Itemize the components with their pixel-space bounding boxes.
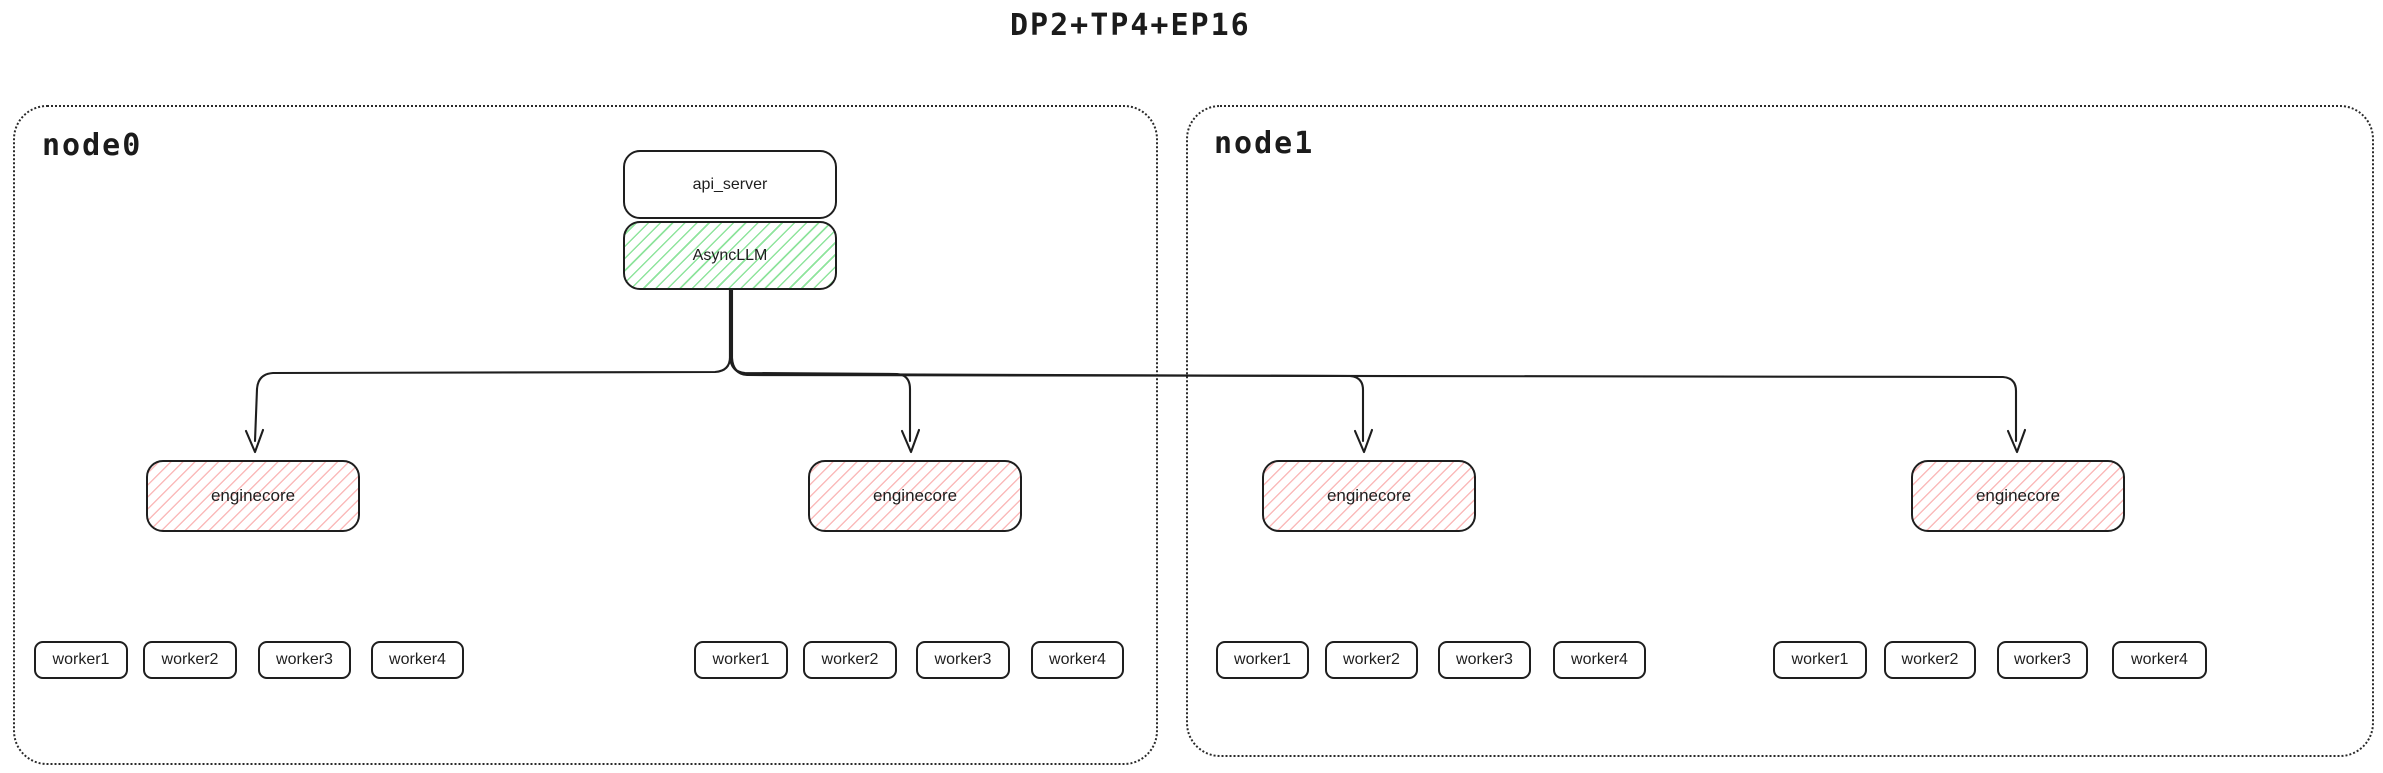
enginecore-box-node1-a: enginecore [1262, 460, 1476, 532]
enginecore-box-node0-a: enginecore [146, 460, 360, 532]
worker-box: worker2 [143, 641, 237, 679]
asyncllm-box: AsyncLLM [623, 221, 837, 290]
worker-box: worker3 [258, 641, 351, 679]
worker-box: worker1 [1773, 641, 1867, 679]
enginecore-label: enginecore [1975, 486, 2061, 505]
worker-box: worker3 [1438, 641, 1531, 679]
node1-label: node1 [1214, 126, 1315, 161]
worker-box: worker2 [1325, 641, 1418, 679]
worker-box: worker1 [1216, 641, 1309, 679]
worker-box: worker3 [1997, 641, 2088, 679]
worker-box: worker2 [803, 641, 897, 679]
worker-box: worker3 [916, 641, 1010, 679]
enginecore-label: enginecore [210, 486, 296, 505]
diagram-title: DP2+TP4+EP16 [1010, 8, 1251, 43]
worker-box: worker1 [34, 641, 128, 679]
worker-box: worker1 [694, 641, 788, 679]
api-server-box: api_server [623, 150, 837, 219]
worker-box: worker2 [1884, 641, 1976, 679]
enginecore-box-node0-b: enginecore [808, 460, 1022, 532]
worker-box: worker4 [2112, 641, 2207, 679]
node0-label: node0 [42, 128, 143, 163]
enginecore-label: enginecore [872, 486, 958, 505]
asyncllm-label: AsyncLLM [692, 246, 768, 264]
worker-box: worker4 [1553, 641, 1646, 679]
worker-box: worker4 [371, 641, 464, 679]
api-server-label: api_server [692, 175, 768, 193]
enginecore-label: enginecore [1326, 486, 1412, 505]
enginecore-box-node1-b: enginecore [1911, 460, 2125, 532]
worker-box: worker4 [1031, 641, 1124, 679]
